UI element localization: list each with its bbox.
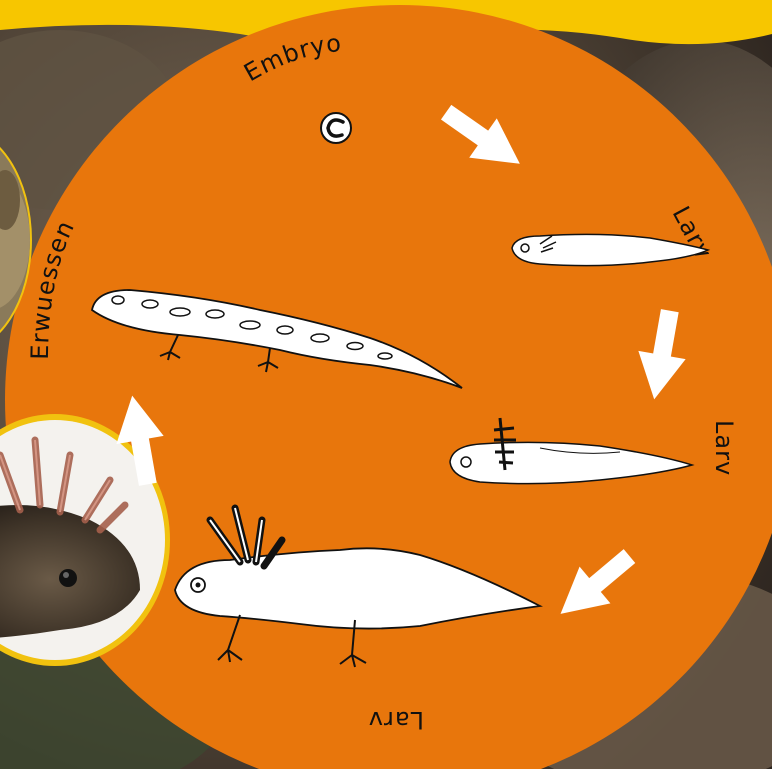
larva-label-2: Larv	[710, 420, 738, 476]
larva-label-3: Larv	[368, 706, 424, 734]
embryo-egg-icon	[321, 113, 351, 143]
